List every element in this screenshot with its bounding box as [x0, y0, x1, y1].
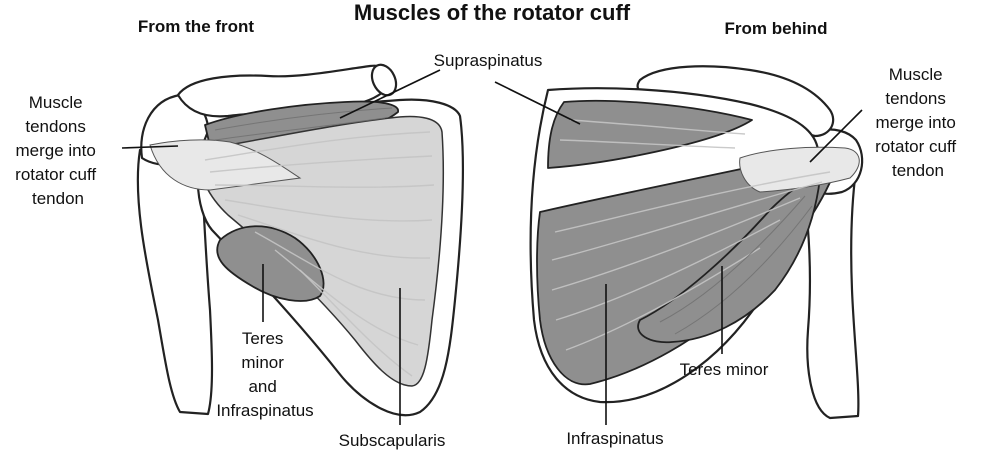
label-teres-minor: Teres minor	[680, 360, 769, 379]
label-subscapularis: Subscapularis	[339, 431, 446, 450]
label-tendons-right: Muscle tendons merge into rotator cuff t…	[875, 65, 961, 180]
label-tendons-left: Muscle tendons merge into rotator cuff t…	[15, 93, 101, 208]
diagram-title: Muscles of the rotator cuff	[354, 0, 631, 25]
label-infraspinatus: Infraspinatus	[566, 429, 663, 448]
label-supraspinatus: Supraspinatus	[434, 51, 543, 70]
label-teres-infra-front: Teres minor and Infraspinatus	[216, 329, 313, 420]
front-view-illustration	[138, 61, 463, 415]
view-front-heading: From the front	[138, 17, 254, 36]
view-behind-heading: From behind	[725, 19, 828, 38]
